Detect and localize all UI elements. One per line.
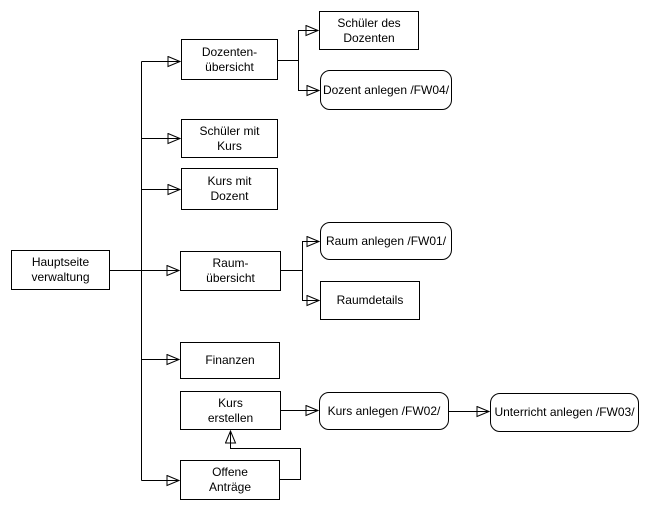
edge-raumuebersicht-to-raumdetails — [302, 270, 320, 301]
node-raum-uebersicht: Raum- übersicht — [180, 251, 281, 291]
node-finanzen: Finanzen — [180, 342, 280, 379]
node-schueler-des-dozenten: Schüler des Dozenten — [319, 11, 419, 50]
node-dozent-anlegen-fw04: Dozent anlegen /FW04/ — [320, 70, 452, 110]
node-kurs-anlegen-fw02: Kurs anlegen /FW02/ — [319, 392, 449, 430]
node-raum-anlegen-fw01: Raum anlegen /FW01/ — [320, 222, 452, 260]
node-dozenten-uebersicht: Dozenten- übersicht — [181, 39, 278, 80]
edge-trunk — [110, 61, 142, 481]
node-unterricht-anlegen-fw03: Unterricht anlegen /FW03/ — [490, 393, 639, 432]
edge-dozentenuebersicht-to-schueler-des-dozenten — [278, 31, 318, 61]
node-kurs-erstellen: Kurs erstellen — [180, 391, 281, 430]
node-hauptseite-verwaltung: Hauptseite verwaltung — [11, 250, 110, 290]
node-offene-antraege: Offene Anträge — [180, 460, 280, 500]
node-schueler-mit-kurs: Schüler mit Kurs — [181, 119, 278, 158]
node-raumdetails: Raumdetails — [320, 281, 420, 320]
edge-offene-antraege-to-kurs-erstellen — [231, 431, 301, 480]
edge-raumuebersicht-to-raum-anlegen — [281, 242, 319, 271]
edge-dozentenuebersicht-to-dozent-anlegen — [298, 60, 320, 91]
node-kurs-mit-dozent: Kurs mit Dozent — [181, 168, 278, 210]
